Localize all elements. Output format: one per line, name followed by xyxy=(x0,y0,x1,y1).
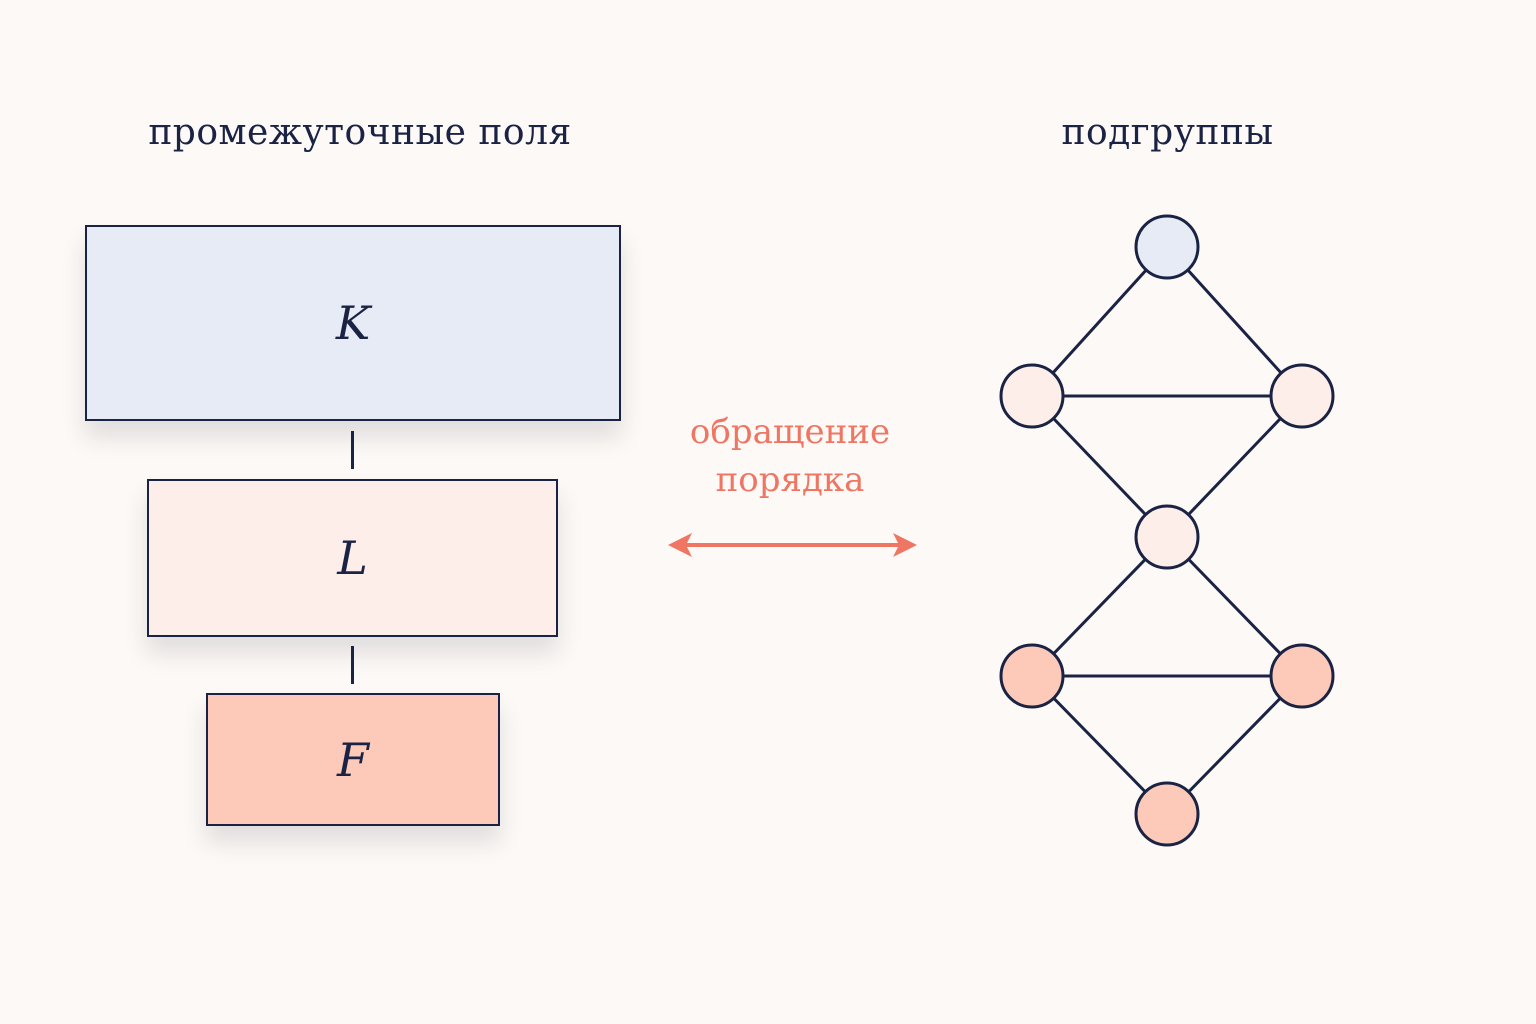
connector-k-l xyxy=(351,431,354,469)
field-box-k: K xyxy=(85,225,621,421)
arrow-head-left xyxy=(668,533,692,557)
order-reversal-label-line2: порядка xyxy=(715,460,865,500)
lattice-node xyxy=(1269,643,1335,709)
field-label-k: K xyxy=(335,296,371,350)
field-label-f: F xyxy=(337,732,369,787)
connector-l-f xyxy=(351,646,354,684)
subgroup-lattice xyxy=(999,214,1335,847)
field-box-f: F xyxy=(206,693,500,826)
lattice-edge xyxy=(1165,245,1304,398)
heading-intermediate-fields: промежуточные поля xyxy=(148,112,572,153)
lattice-edge xyxy=(1030,394,1169,539)
heading-subgroups: подгруппы xyxy=(1061,112,1274,153)
lattice-nodes xyxy=(999,214,1335,847)
lattice-node-top xyxy=(1134,214,1200,280)
order-reversal-label-line1: обращение xyxy=(689,412,891,452)
lattice-node-bottom xyxy=(1134,781,1200,847)
lattice-node xyxy=(1269,363,1335,429)
arrow-head-right xyxy=(893,533,917,557)
lattice-node xyxy=(999,363,1065,429)
double-arrow-icon xyxy=(668,533,917,557)
field-box-l: L xyxy=(147,479,558,637)
lattice-edge xyxy=(1030,245,1169,398)
lattice-node xyxy=(999,643,1065,709)
lattice-node-middle xyxy=(1134,504,1200,570)
field-label-l: L xyxy=(337,531,368,585)
lattice-edge xyxy=(1165,394,1304,539)
